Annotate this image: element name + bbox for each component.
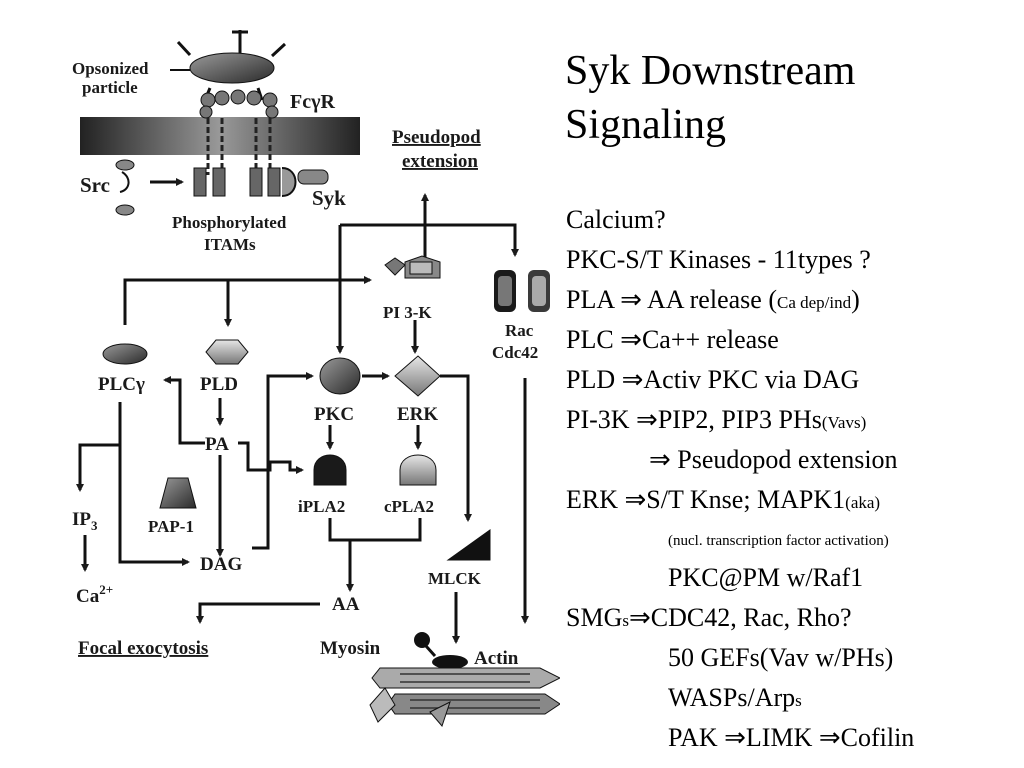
note-smgs-rest: ⇒CDC42, Rac, Rho? <box>628 603 852 632</box>
note-erk-sub: (aka) <box>845 493 881 512</box>
line-plcg-ip3 <box>76 402 122 492</box>
pap1-label: PAP-1 <box>148 517 194 536</box>
note-erk-main: ERK ⇒S/T Knse; MAPK1 <box>566 485 846 514</box>
line-dag-pkc <box>252 372 314 550</box>
cpla2-shape <box>399 454 437 486</box>
syk-label: Syk <box>312 186 346 210</box>
pi3k-shape <box>384 255 441 279</box>
line-pla2-aa <box>328 518 422 590</box>
slide-title-line2: Signaling <box>565 102 727 148</box>
membrane-band <box>80 117 360 155</box>
mlck-shape <box>446 529 491 561</box>
line-erk-mlck <box>440 374 472 522</box>
note-pkc-pm: PKC@PM w/Raf1 <box>668 563 864 592</box>
src-label: Src <box>80 173 110 197</box>
opsonized-particle-shape <box>176 30 287 101</box>
myosin-label: Myosin <box>320 638 381 659</box>
note-pla-close: ) <box>851 285 860 314</box>
ipla2-shape <box>313 454 347 486</box>
dag-label: DAG <box>200 554 242 575</box>
itam-shapes <box>193 167 281 197</box>
pap1-shape <box>159 477 197 509</box>
note-pi3k-sub: (Vavs) <box>821 413 867 432</box>
slide-title-line1: Syk Downstream <box>565 48 856 94</box>
line-aa-focal <box>196 602 320 624</box>
ipla2-label: iPLA2 <box>298 497 345 516</box>
syk-shape <box>281 167 329 197</box>
aa-label: AA <box>332 594 360 615</box>
mlck-label: MLCK <box>428 569 482 588</box>
note-calcium: Calcium? <box>566 205 666 234</box>
plcg-shape <box>102 343 148 365</box>
fcgr-label: FcγR <box>290 91 335 113</box>
note-gefs: 50 GEFs(Vav w/PHs) <box>668 643 894 672</box>
pkc-shape <box>319 357 361 395</box>
line-to-pi3k <box>123 276 372 325</box>
note-smgs-sub: s <box>622 611 629 630</box>
note-pi3k-main: PI-3K ⇒PIP2, PIP3 PHs <box>566 405 822 434</box>
note-wasps-main: WASPs/Arp <box>668 683 796 712</box>
focal-exocytosis-label: Focal exocytosis <box>78 638 208 659</box>
note-pla-sub: Ca dep/ind <box>776 293 852 312</box>
note-pak: PAK ⇒LIMK ⇒Cofilin <box>668 723 915 752</box>
note-pld: PLD ⇒Activ PKC via DAG <box>566 365 860 394</box>
note-pkc: PKC-S/T Kinases - 11types ? <box>566 245 871 274</box>
arrow-pa-ipla2 <box>238 441 304 474</box>
pld-label: PLD <box>200 374 238 395</box>
myosin-shape <box>414 632 468 669</box>
slide-title: Syk Downstream Signaling <box>565 44 855 152</box>
src-kinase-shape <box>115 159 135 216</box>
note-pla: PLA ⇒ AA release (Ca dep/ind) <box>566 285 860 318</box>
calcium-label: Ca2+ <box>76 582 113 607</box>
note-smgs-main: SMG <box>566 603 623 632</box>
cpla2-label: cPLA2 <box>384 497 434 516</box>
plcg-label: PLCγ <box>98 374 145 395</box>
line-syk-trunk <box>340 223 519 257</box>
note-pi3k: PI-3K ⇒PIP2, PIP3 PHs(Vavs) <box>566 405 866 438</box>
note-wasps-sub: s <box>795 691 802 710</box>
note-plc: PLC ⇒Ca++ release <box>566 325 779 354</box>
actin-filaments <box>369 667 560 727</box>
note-erk: ERK ⇒S/T Knse; MAPK1(aka) <box>566 485 880 518</box>
note-erk-detail: (nucl. transcription factor activation) <box>668 533 889 549</box>
pi3k-label: PI 3-K <box>383 303 432 322</box>
note-wasps: WASPs/Arps <box>668 683 802 716</box>
pa-label: PA <box>205 434 229 455</box>
erk-label: ERK <box>397 404 438 425</box>
fcgr-receptors <box>199 89 279 175</box>
note-pseudopod: ⇒ Pseudopod extension <box>649 445 898 474</box>
note-pla-main: PLA ⇒ AA release ( <box>566 285 777 314</box>
pld-shape <box>205 339 249 365</box>
erk-shape <box>394 355 441 397</box>
line-pa-plcg <box>163 376 205 445</box>
line-plcg-dag <box>118 445 190 566</box>
rac-cdc42-shape <box>494 270 550 312</box>
pkc-label: PKC <box>314 404 354 425</box>
note-smgs: SMGs⇒CDC42, Rac, Rho? <box>566 603 852 636</box>
actin-label: Actin <box>474 648 519 669</box>
ip3-label: IP3 <box>72 509 98 533</box>
